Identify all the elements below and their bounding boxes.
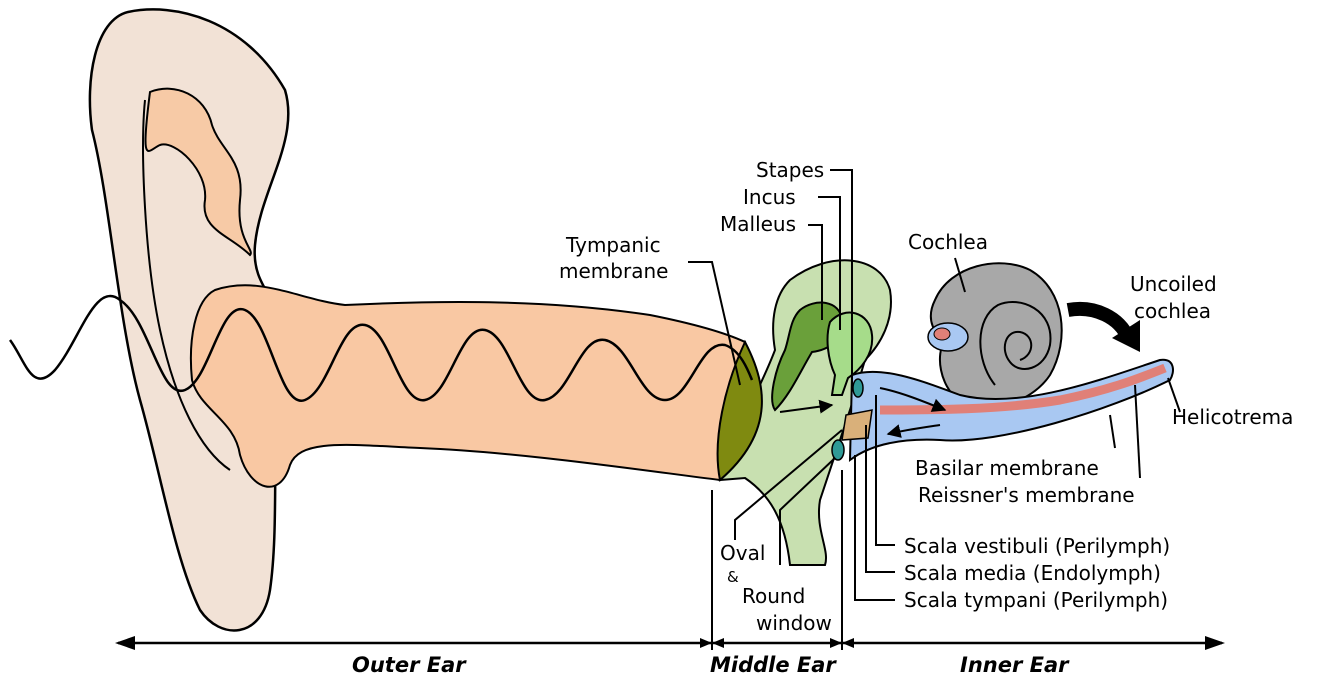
label-uncoiled-1: Uncoiled [1130,272,1217,296]
bar-end-right [1205,636,1225,650]
label-stapes: Stapes [756,158,824,182]
ear-canal [191,285,745,487]
round-window [832,440,844,460]
label-uncoiled-2: cochlea [1134,299,1211,323]
cochlea-cross-section-media [934,328,950,340]
label-round: Round [742,584,805,608]
label-tympanic-2: membrane [559,259,668,283]
label-reissner: Reissner's membrane [918,483,1135,507]
label-scala-tympani: Scala tympani (Perilymph) [904,588,1168,612]
label-incus: Incus [743,185,796,209]
leader-reissner [1135,385,1140,478]
label-oval: Oval [720,541,765,565]
label-tympanic-1: Tympanic [565,233,661,257]
oval-window [853,379,863,397]
label-malleus: Malleus [720,212,796,236]
label-ampersand: & [727,568,739,586]
label-cochlea: Cochlea [908,230,988,254]
leader-basilar [1110,415,1115,448]
label-basilar: Basilar membrane [915,456,1099,480]
bar-end-left [115,636,135,650]
label-window: window [756,611,832,635]
label-scala-vestibuli: Scala vestibuli (Perilymph) [904,534,1170,558]
label-scala-media: Scala media (Endolymph) [904,561,1161,585]
section-outer-ear: Outer Ear [352,653,467,677]
oval-window-bone [842,410,872,440]
section-inner-ear: Inner Ear [960,653,1070,677]
section-middle-ear: Middle Ear [710,653,837,677]
label-helicotrema: Helicotrema [1172,405,1293,429]
